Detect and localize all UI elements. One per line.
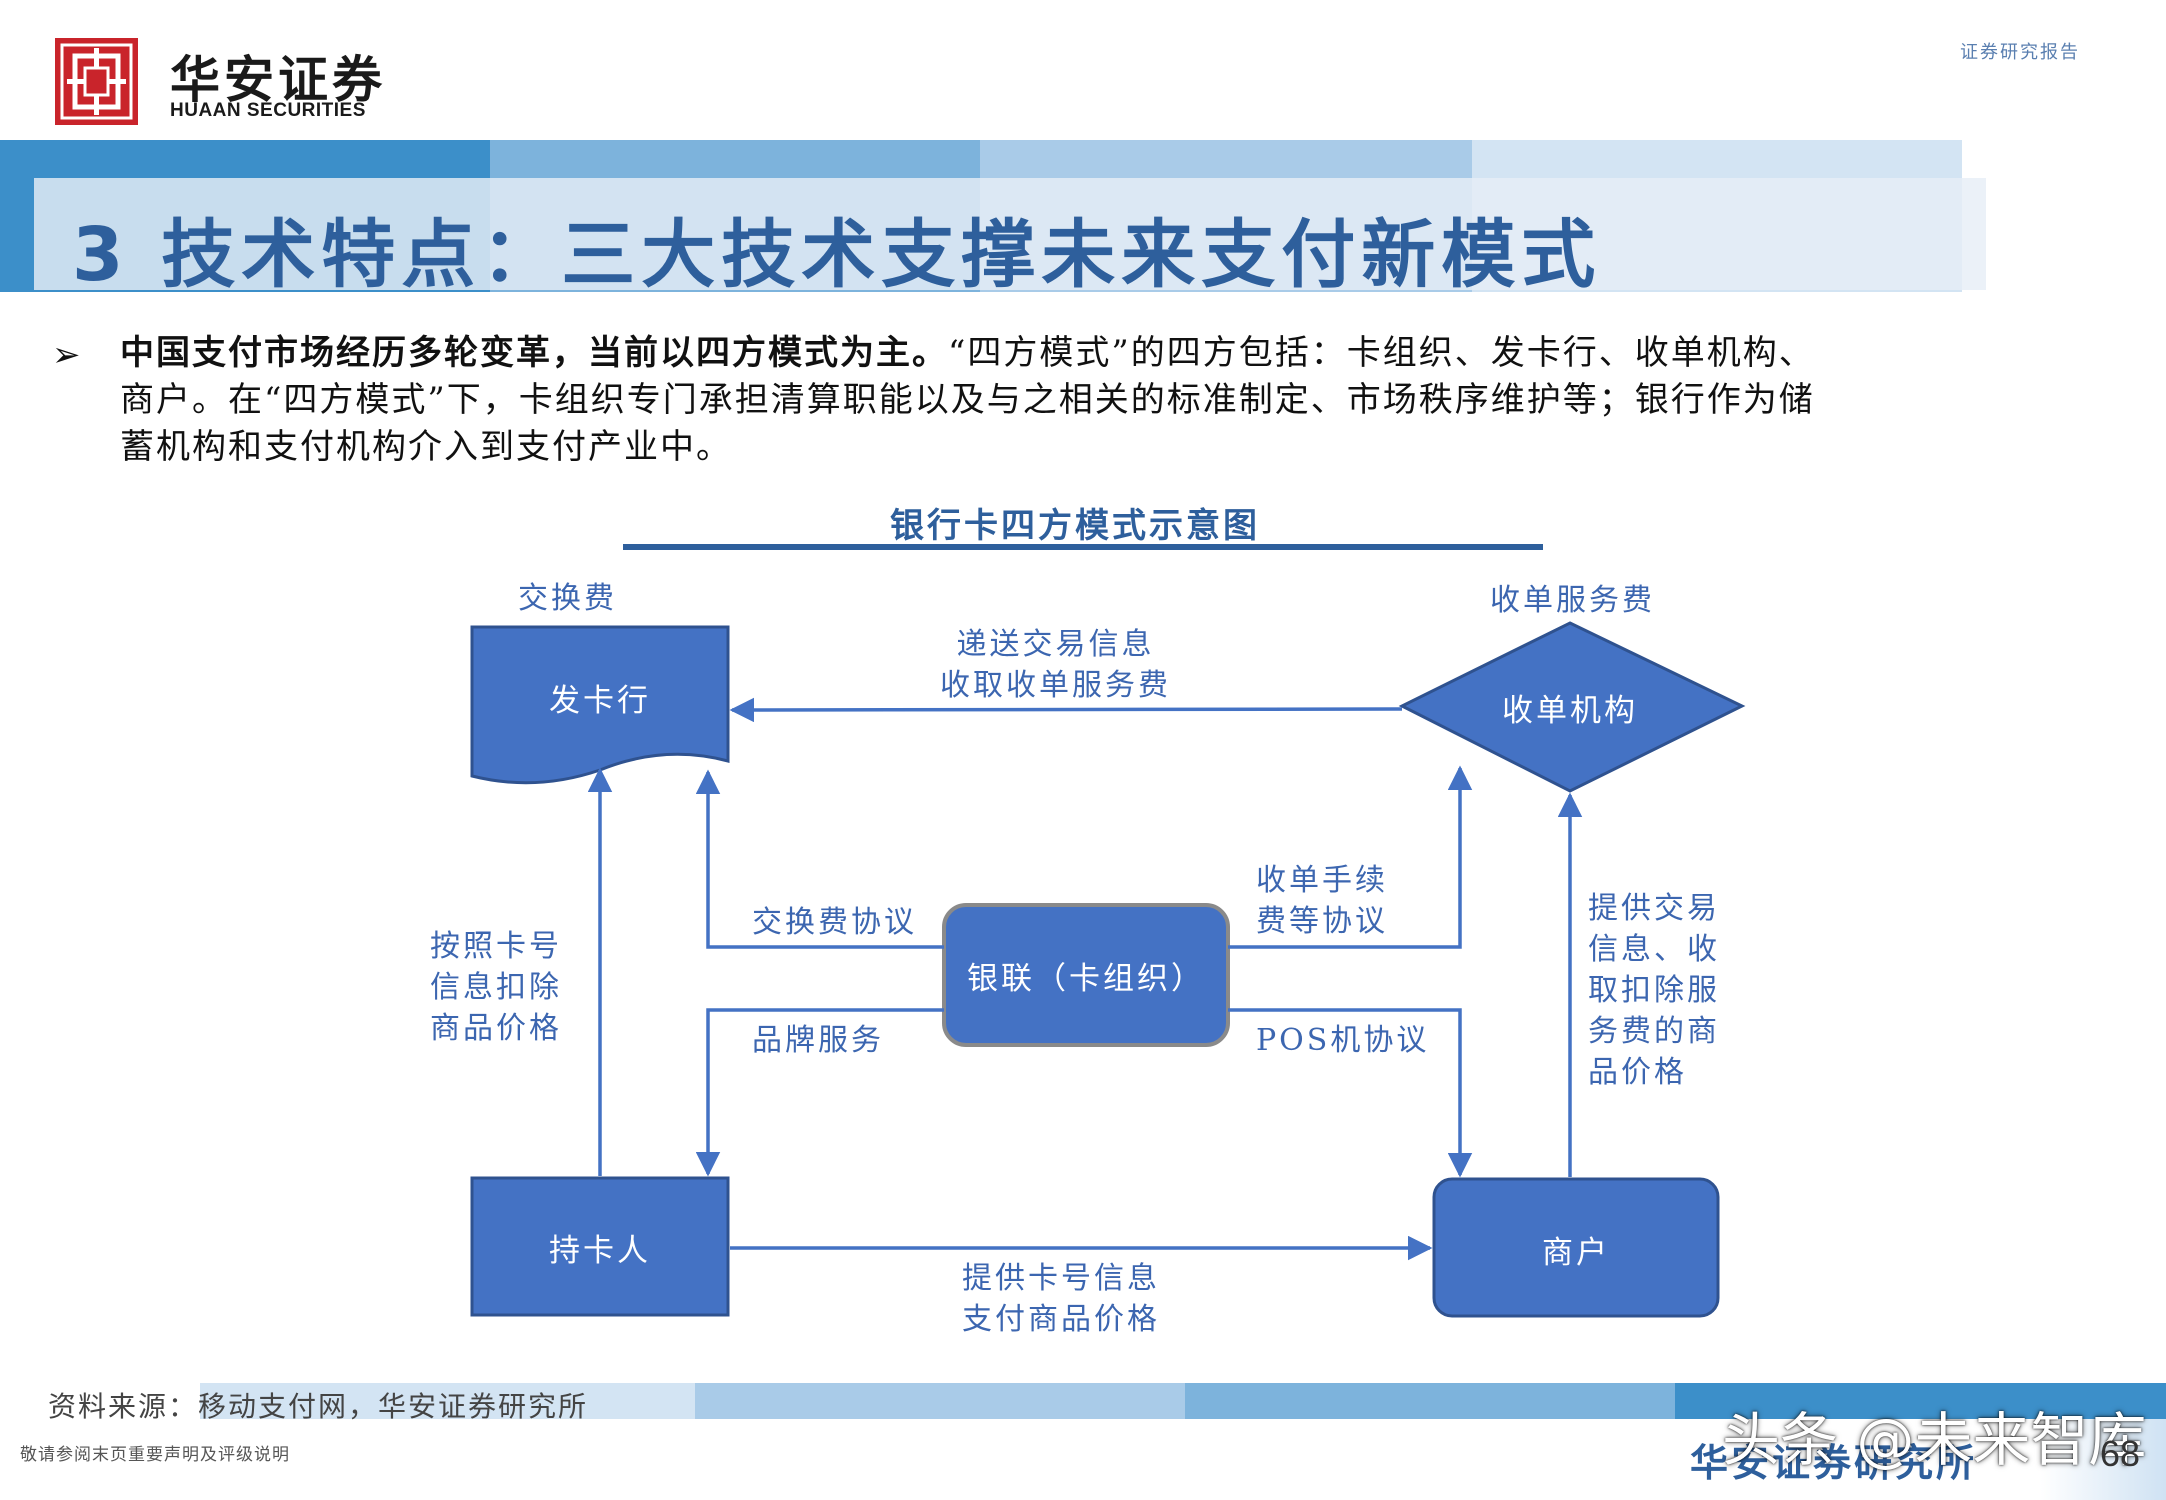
acquirer-node: 收单机构	[1502, 692, 1638, 729]
footer-band-segment-1	[200, 1383, 695, 1419]
union-node-shape	[942, 903, 1230, 1047]
source-note: 资料来源：移动支付网，华安证券研究所	[48, 1385, 588, 1425]
top-arrow-label-line-1: 递送交易信息	[956, 627, 1155, 662]
paragraph-line-2: 商户。在“四方模式”下，卡组织专门承担清算职能以及与之相关的标准制定、市场秩序维…	[120, 380, 1815, 420]
footer-band-segment-3	[1185, 1383, 1675, 1419]
footer-band-segment-4	[1675, 1383, 2166, 1419]
diagram-title: 银行卡四方模式示意图	[890, 506, 1260, 546]
acquiring-fee-agreement-label: 收单手续 费等协议	[1256, 860, 1388, 942]
top-arrow-label: 递送交易信息 收取收单服务费	[940, 624, 1171, 706]
arrow-union-to-cardholder	[695, 1008, 944, 1177]
right-arrow-label-line-4: 务费的商	[1588, 1014, 1720, 1049]
cardholder-node-shape	[470, 1176, 730, 1317]
bottom-arrow-label: 提供卡号信息 支付商品价格	[962, 1258, 1160, 1340]
interchange-fee-label: 交换费	[518, 581, 617, 616]
bottom-arrow-label-line-1: 提供卡号信息	[962, 1261, 1160, 1296]
merchant-node: 商户	[1542, 1234, 1610, 1271]
right-arrow-label-line-2: 信息、收	[1588, 932, 1720, 967]
arrow-union-to-issuer	[695, 769, 944, 949]
left-arrow-label-line-3: 商品价格	[430, 1011, 562, 1046]
footer-brand: 华安证券研究所	[1690, 1440, 1978, 1485]
cardholder-node: 持卡人	[549, 1232, 651, 1269]
source-value: 移动支付网，华安证券研究所	[198, 1390, 589, 1423]
left-arrow-label: 按照卡号 信息扣除 商品价格	[430, 926, 562, 1049]
issuer-node: 发卡行	[549, 682, 651, 719]
arrow-union-to-merchant	[1228, 1008, 1473, 1178]
right-arrow-label-line-1: 提供交易	[1588, 891, 1720, 926]
paragraph-line-1: 中国支付市场经历多轮变革，当前以四方模式为主。“四方模式”的四方包括：卡组织、发…	[120, 330, 1990, 377]
huaan-logo-icon	[55, 38, 138, 125]
union-node: 银联（卡组织）	[967, 960, 1205, 997]
watermark: 头条 @未来智库	[1722, 1406, 2147, 1474]
right-arrow-label-line-5: 品价格	[1588, 1055, 1687, 1090]
bottom-arrow-label-line-2: 支付商品价格	[962, 1302, 1160, 1337]
acquiring-fee-agreement-line-1: 收单手续	[1256, 863, 1388, 898]
paragraph-line-1-rest: “四方模式”的四方包括：卡组织、发卡行、收单机构、	[948, 333, 1815, 373]
left-arrow-label-line-2: 信息扣除	[430, 970, 562, 1005]
paragraph-bold-lead: 中国支付市场经历多轮变革，当前以四方模式为主。	[120, 333, 948, 373]
page-title: 3 技术特点：三大技术支撑未来支付新模式	[72, 212, 1602, 298]
merchant-node-shape	[1432, 1177, 1720, 1318]
top-arrow-label-line-2: 收取收单服务费	[940, 668, 1171, 703]
right-arrow-label: 提供交易 信息、收 取扣除服 务费的商 品价格	[1588, 888, 1720, 1093]
logo-wordmark-cn: 华安证券	[170, 50, 386, 109]
brand-service-label: 品牌服务	[752, 1023, 884, 1058]
footer-corner-fade	[2040, 1419, 2166, 1500]
bullet-arrow-icon: ➢	[52, 335, 81, 375]
footer-band-segment-2	[695, 1383, 1185, 1419]
source-label: 资料来源：	[48, 1390, 199, 1423]
arrow-union-to-acquirer	[1228, 765, 1473, 949]
title-band-overlay	[34, 178, 1986, 290]
acquirer-node-shape	[1398, 621, 1746, 793]
pos-agreement-label: POS机协议	[1256, 1023, 1430, 1058]
arrow-acquirer-to-issuer	[729, 697, 1403, 723]
interchange-agreement-label: 交换费协议	[752, 905, 917, 940]
page-number: 68	[2100, 1433, 2141, 1474]
logo-wordmark-en: HUAAN SECURITIES	[170, 100, 366, 121]
bullet-paragraph: 中国支付市场经历多轮变革，当前以四方模式为主。“四方模式”的四方包括：卡组织、发…	[120, 330, 1990, 471]
disclaimer-note: 敬请参阅末页重要声明及评级说明	[20, 1445, 290, 1465]
acquiring-fee-agreement-line-2: 费等协议	[1256, 904, 1388, 939]
acquiring-service-fee-label: 收单服务费	[1490, 583, 1655, 618]
report-type-tag: 证券研究报告	[1960, 42, 2080, 63]
left-arrow-label-line-1: 按照卡号	[430, 929, 562, 964]
right-arrow-label-line-3: 取扣除服	[1588, 973, 1720, 1008]
paragraph-line-3: 蓄机构和支付机构介入到支付产业中。	[120, 427, 732, 467]
